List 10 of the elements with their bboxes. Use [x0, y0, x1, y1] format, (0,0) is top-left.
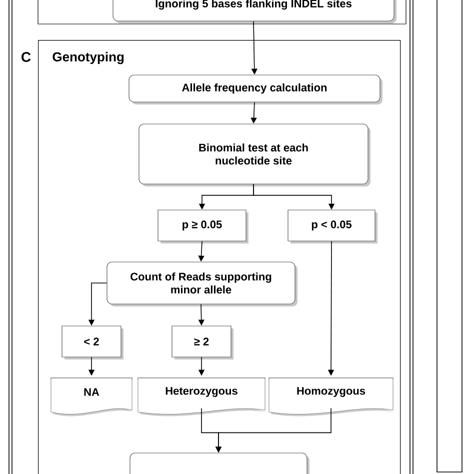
panel-letter: C: [22, 52, 31, 62]
condition-box: p ≥ 0.05: [158, 210, 248, 244]
process-box: Allele frequency calculation: [128, 74, 382, 104]
process-box: [130, 452, 310, 474]
process-box: Count of Reads supporting minor allele: [106, 262, 298, 306]
condition-box: ≥ 2: [172, 326, 234, 360]
panel-box: [38, 0, 406, 24]
condition-box: < 2: [62, 326, 124, 360]
process-box: Binomial test at each nucleotide site: [138, 124, 370, 186]
condition-box: p < 0.05: [288, 210, 378, 244]
